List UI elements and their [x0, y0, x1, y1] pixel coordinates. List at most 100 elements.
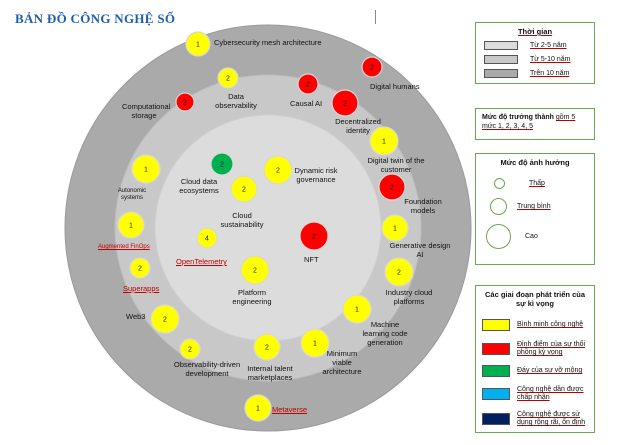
label-generative-design-ai: Generative design AI — [389, 241, 451, 259]
stage-swatch-green — [482, 365, 510, 377]
time-label-5-10: Từ 5-10 năm — [530, 56, 571, 63]
stage-swatch-navy — [482, 413, 510, 425]
bubble-number-digital-twin-customer: 1 — [382, 139, 386, 146]
label-autonomic-systems: Autonomic systems — [117, 188, 147, 201]
bubble-minimum-viable-arch — [300, 328, 330, 358]
bubble-cybersecurity — [185, 31, 211, 57]
bubble-digital-twin-customer — [369, 126, 399, 156]
impact-high-circle — [486, 224, 511, 249]
bubble-internal-talent — [253, 333, 281, 361]
label-data-observability: Data observability — [215, 92, 257, 110]
legend-impact-title: Mức độ ảnh hưởng — [500, 158, 570, 167]
label-cloud-sustainability: Cloud sustainability — [220, 211, 264, 229]
label-opentelemetry: OpenTelemetry — [176, 257, 227, 266]
label-foundation-models: Foundation models — [404, 197, 442, 215]
bubble-autonomic-systems — [131, 154, 161, 184]
bubble-industry-cloud-platforms — [384, 257, 414, 287]
stage-label-5: Công nghệ được sử dụng rộng rãi, ổn định — [517, 411, 586, 426]
legend-time-title: Thời gian — [517, 27, 553, 36]
bubble-number-autonomic-systems: 1 — [144, 167, 148, 174]
bubble-number-dynamic-risk-governance: 2 — [276, 168, 280, 175]
legend-time: Thời gian Từ 2-5 năm Từ 5-10 năm Trên 10… — [475, 22, 595, 84]
bubble-observability-driven — [179, 338, 201, 360]
stage-swatch-red — [482, 343, 510, 355]
impact-low-circle — [494, 178, 505, 189]
bubble-cloud-data-ecosystems — [210, 152, 234, 176]
impact-medium-label: Trung bình — [517, 203, 551, 210]
time-label-2-5: Từ 2-5 năm — [530, 42, 567, 49]
bubble-number-causal-ai: 2 — [306, 82, 310, 89]
bubble-opentelemetry — [196, 227, 218, 249]
bubble-cloud-sustainability — [230, 175, 258, 203]
bubble-augmented-finops — [117, 211, 145, 239]
label-observability-driven: Observability-driven development — [173, 360, 241, 378]
text-cursor-bar — [375, 10, 376, 24]
impact-medium-circle — [490, 198, 507, 215]
label-metaverse: Metaverse — [272, 405, 308, 414]
bubble-number-computational-storage: 2 — [183, 100, 187, 107]
legend-maturity-title: Mức độ trưởng thành — [482, 114, 554, 121]
label-industry-cloud-platforms: Industry cloud platforms — [385, 288, 433, 306]
bubble-number-augmented-finops: 1 — [129, 223, 133, 230]
label-nft: NFT — [304, 255, 319, 264]
label-augmented-finops: Augmented FinOps — [98, 244, 150, 250]
bubble-number-generative-design-ai: 1 — [393, 226, 397, 233]
bubble-foundation-models — [378, 173, 406, 201]
label-digital-humans: Digital humans — [370, 82, 420, 91]
label-dynamic-risk-governance: Dynamic risk governance — [294, 166, 338, 184]
stage-label-3: Đáy của sự vỡ mộng — [517, 367, 583, 374]
bubble-number-cybersecurity: 1 — [196, 42, 200, 49]
bubble-number-metaverse: 1 — [256, 406, 260, 413]
label-computational-storage: Computational storage — [122, 102, 171, 120]
bubble-nft — [299, 221, 329, 251]
bubble-ml-code-generation — [342, 294, 372, 324]
bubble-number-web3: 2 — [163, 317, 167, 324]
bubble-digital-humans — [361, 56, 383, 78]
time-label-10plus: Trên 10 năm — [530, 70, 570, 77]
bubble-number-foundation-models: 2 — [390, 185, 394, 192]
label-cybersecurity: Cybersecurity mesh architecture — [214, 38, 322, 47]
stage-swatch-cyan — [482, 388, 510, 400]
bubble-number-internal-talent: 2 — [265, 345, 269, 352]
bubble-number-cloud-data-ecosystems: 2 — [220, 162, 224, 169]
bubble-number-data-observability: 2 — [226, 76, 230, 83]
bubble-computational-storage — [175, 92, 195, 112]
time-swatch-10plus — [484, 69, 518, 78]
bubble-causal-ai — [297, 73, 319, 95]
label-platform-engineering: Platform engineering — [232, 288, 272, 306]
bubble-superapps — [129, 257, 151, 279]
label-cloud-data-ecosystems: Cloud data ecosystems — [179, 177, 219, 195]
bubble-platform-engineering — [240, 255, 270, 285]
label-minimum-viable-arch: Minimum viable architecture — [322, 349, 362, 376]
bubble-metaverse — [244, 394, 272, 422]
bubble-number-platform-engineering: 2 — [253, 268, 257, 275]
label-internal-talent: Internal talent marketplaces — [247, 364, 293, 382]
label-digital-twin-customer: Digital twin of the customer — [367, 156, 425, 174]
bubble-number-observability-driven: 2 — [188, 347, 192, 354]
label-superapps: Superapps — [123, 284, 160, 293]
bubble-generative-design-ai — [381, 214, 409, 242]
time-swatch-5-10 — [484, 55, 518, 64]
bubble-number-cloud-sustainability: 2 — [242, 187, 246, 194]
label-causal-ai: Causal AI — [290, 99, 323, 108]
bubble-decentralized-identity — [331, 89, 359, 117]
bubble-dynamic-risk-governance — [263, 155, 293, 185]
impact-high-label: Cao — [525, 233, 538, 240]
stage-label-1: Bình minh công nghệ — [517, 321, 584, 328]
bubble-web3 — [150, 304, 180, 334]
bubble-data-observability — [217, 67, 239, 89]
stage-label-4: Công nghệ dần được chấp nhận — [517, 386, 584, 401]
bubble-number-nft: 2 — [312, 234, 316, 241]
diagram-title: BẢN ĐỒ CÔNG NGHỆ SỐ — [15, 11, 176, 26]
label-web3: Web3 — [126, 312, 146, 321]
legend-impact: Mức độ ảnh hưởng Thấp Trung bình Cao — [475, 153, 595, 265]
impact-low-label: Thấp — [529, 180, 545, 187]
bubble-number-ml-code-generation: 1 — [355, 307, 359, 314]
bubble-number-decentralized-identity: 2 — [343, 101, 347, 108]
bubble-number-minimum-viable-arch: 1 — [313, 341, 317, 348]
legend-maturity: Mức độ trưởng thành gồm 5 mức 1, 2, 3, 4… — [475, 108, 595, 140]
label-ml-code-generation: Machine learning code generation — [362, 320, 408, 347]
bubble-number-superapps: 2 — [138, 266, 142, 273]
legend-stages: Các giai đoạn phát triển của sự kì vọng … — [475, 285, 595, 433]
